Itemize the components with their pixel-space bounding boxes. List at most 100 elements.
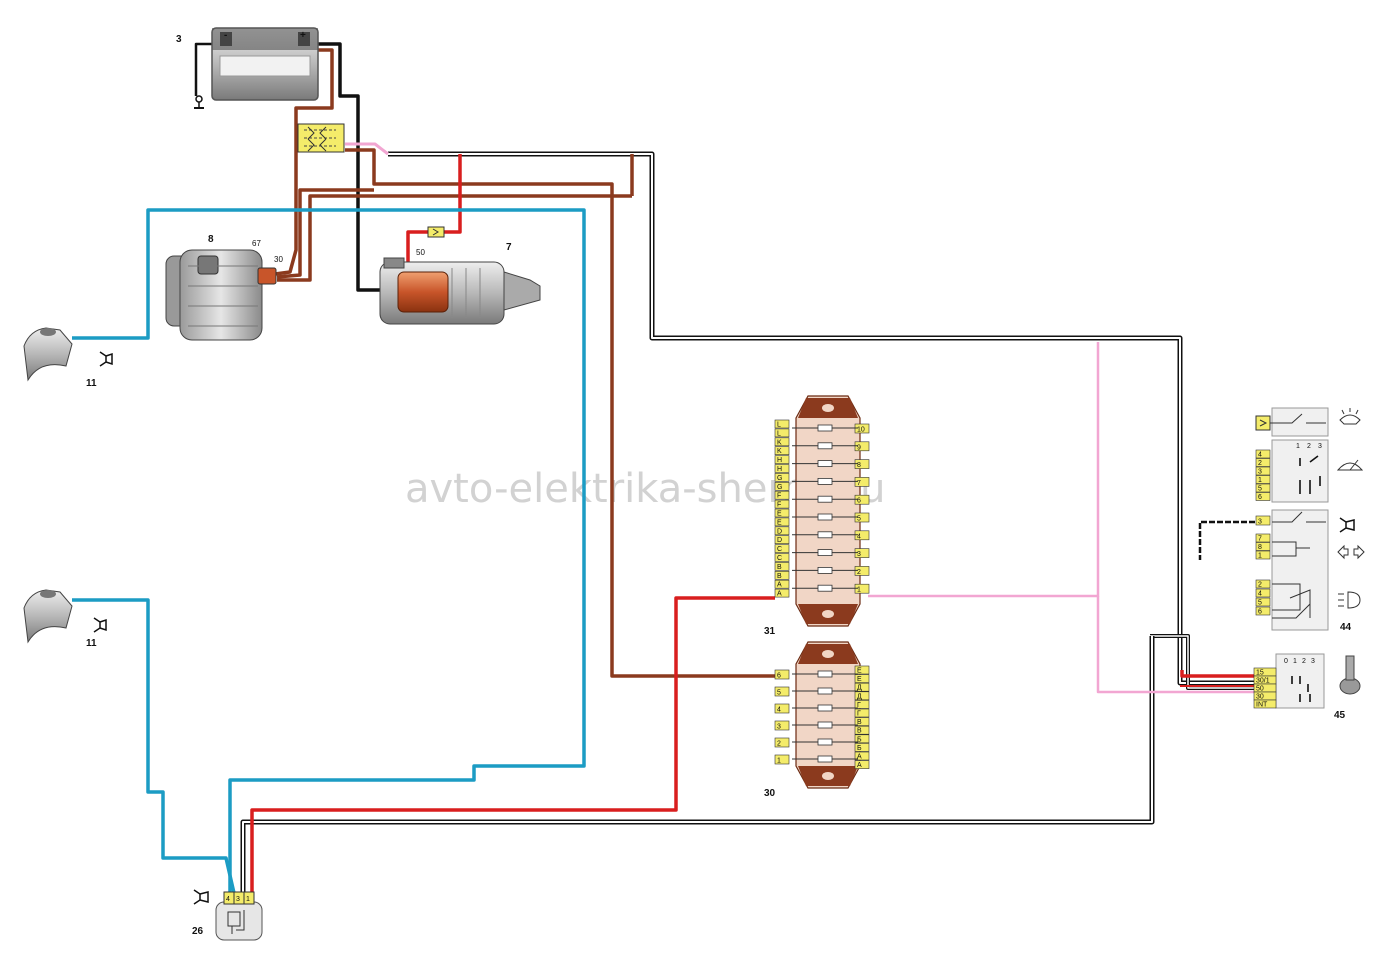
horn-icon bbox=[1339, 517, 1355, 533]
switch-light-pin-box bbox=[1255, 588, 1271, 598]
fb31-right-pin-label: 4 bbox=[857, 533, 861, 540]
fb30-right-pin-box bbox=[854, 708, 870, 718]
fb30-left-pin-label: 3 bbox=[777, 724, 781, 731]
switch-turn-pin-box bbox=[1255, 550, 1271, 560]
fb31-fuse bbox=[817, 567, 833, 574]
fb30-left-pin-label: 6 bbox=[777, 673, 781, 680]
label-switch-44: 44 bbox=[1340, 622, 1352, 633]
fb31-fuse bbox=[817, 477, 833, 485]
fb30-right-pin-label: А bbox=[857, 754, 862, 761]
fb30-left-pin-box bbox=[774, 754, 790, 765]
fb30-left-pin-box bbox=[774, 720, 790, 731]
ignition-position: 3 bbox=[1311, 658, 1315, 665]
fb30-right-pin-label: А bbox=[857, 762, 862, 769]
label-battery-3: 3 bbox=[176, 34, 182, 45]
switch-horn-pin-box bbox=[1255, 515, 1271, 526]
fb30-right-pin-box bbox=[854, 743, 870, 752]
battery-plus: + bbox=[300, 30, 306, 41]
fb31-left-pin-label: H bbox=[777, 457, 782, 464]
fb30-right-pin-label: Б bbox=[857, 736, 862, 743]
fb31-fuse bbox=[817, 531, 833, 539]
switch-horn-pin-label: 3 bbox=[1258, 519, 1262, 526]
switch-turn-pin-box bbox=[1255, 542, 1271, 551]
fuse-block-31-fuses bbox=[792, 424, 858, 592]
fb30-right-pin-label: Б bbox=[857, 745, 862, 752]
fb31-left-pin-box bbox=[774, 508, 790, 518]
fb30-left-pin-box bbox=[774, 669, 790, 680]
fb31-left-pin-box bbox=[774, 526, 790, 536]
fb30-right-pin-label: Д bbox=[857, 693, 862, 700]
fb31-left-pin-box bbox=[774, 446, 790, 456]
ignition-pin-label: 15 bbox=[1256, 670, 1264, 677]
fb30-right-pin-label: В bbox=[857, 728, 862, 735]
fb31-left-pin-box bbox=[774, 473, 790, 482]
fb31-left-pin-label: B bbox=[777, 573, 782, 580]
horn-relay: 4 3 1 26 bbox=[192, 889, 263, 941]
fb30-right-pin-label: В bbox=[857, 719, 862, 726]
fb31-left-pin-label: A bbox=[777, 582, 782, 589]
fb30-left-pin-label: 1 bbox=[777, 758, 781, 765]
fb31-left-pin-box bbox=[774, 588, 790, 598]
fb30-fuse bbox=[817, 687, 833, 695]
relay-pin-3: 3 bbox=[236, 896, 240, 903]
fb31-left-pin-label: A bbox=[777, 591, 782, 598]
fb31-left-pin-label: C bbox=[777, 546, 782, 553]
fb31-fuse bbox=[817, 442, 833, 450]
fb31-left-pin-box bbox=[774, 553, 790, 562]
fuse-block-30-fuses bbox=[792, 670, 858, 763]
fusible-link-block bbox=[297, 123, 345, 153]
fb31-left-pin-box bbox=[774, 464, 790, 473]
switch-light-pin-label: 4 bbox=[1258, 591, 1262, 598]
fb30-right-pin-box bbox=[854, 751, 870, 761]
fb31-right-pin-label: 5 bbox=[857, 516, 861, 523]
horn-icon bbox=[99, 351, 113, 367]
fb31-fuse bbox=[817, 584, 833, 592]
switch-turn-pin-label: 7 bbox=[1258, 536, 1262, 543]
fb31-left-pin-box bbox=[774, 419, 790, 429]
fb30-right-pin-box bbox=[854, 682, 870, 692]
fb30-right-pin-box bbox=[854, 674, 870, 683]
fb31-right-pin-label: 6 bbox=[857, 498, 861, 505]
headlight-icon bbox=[1338, 591, 1361, 609]
fb31-left-pin-box bbox=[774, 428, 790, 438]
battery-minus: - bbox=[224, 30, 227, 41]
wires bbox=[72, 42, 1255, 894]
fb30-right-pin-box bbox=[854, 665, 870, 675]
fb30-right-pin-box bbox=[854, 734, 870, 744]
horn-icon bbox=[93, 617, 107, 633]
switch-light-pin-label: 6 bbox=[1258, 609, 1262, 616]
fb30-left-pin-label: 5 bbox=[777, 690, 781, 697]
switch-light-pin-label: 2 bbox=[1258, 582, 1262, 589]
relay-pin-4: 4 bbox=[226, 896, 230, 903]
fb30-right-pin-box bbox=[854, 717, 870, 726]
switch-light-pin-box bbox=[1255, 606, 1271, 616]
fb30-right-pin-label: Г bbox=[857, 711, 861, 718]
fb31-fuse bbox=[817, 424, 833, 432]
ignition-pin-box bbox=[1253, 699, 1277, 709]
switch-wiper-pin-label: 5 bbox=[1258, 486, 1262, 493]
battery: - + 3 bbox=[176, 27, 319, 101]
alternator-terminal-67: 67 bbox=[252, 239, 261, 248]
switch-wiper-pin-box bbox=[1255, 492, 1271, 501]
ignition-pin-label: 30 bbox=[1256, 694, 1264, 701]
switch-light-pin-box bbox=[1255, 597, 1271, 607]
fb31-right-pin-label: 9 bbox=[857, 444, 861, 451]
fb31-fuse bbox=[817, 460, 833, 468]
fb30-right-pin-box bbox=[854, 691, 870, 701]
horn-lower: 11 bbox=[23, 589, 107, 649]
switch-44-turn-pins: 781 bbox=[1255, 533, 1271, 560]
switch-wiper-pin-box bbox=[1255, 466, 1271, 476]
fb31-right-pin-label: 10 bbox=[857, 427, 865, 434]
fb31-left-pin-box bbox=[774, 570, 790, 580]
fb31-fuse bbox=[817, 549, 833, 556]
switch-wiper-pin-box bbox=[1255, 475, 1271, 484]
fb31-left-pin-label: F bbox=[777, 502, 781, 509]
switch-wiper-position: 1 bbox=[1296, 443, 1300, 450]
switch-wiper-pin-label: 1 bbox=[1258, 477, 1262, 484]
fb31-left-pin-label: B bbox=[777, 564, 782, 571]
alternator-terminal-30: 30 bbox=[274, 255, 283, 264]
